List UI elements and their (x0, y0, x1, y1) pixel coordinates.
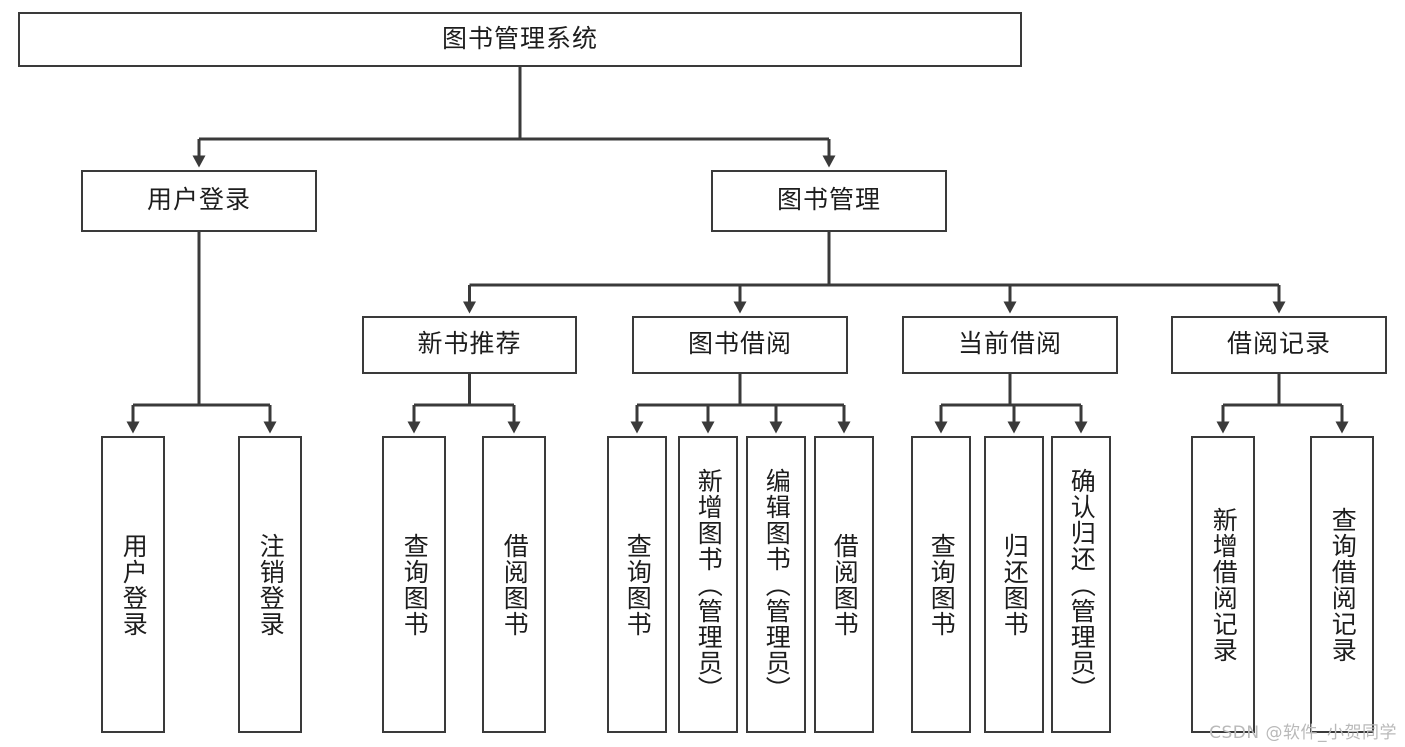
node-leaf-cur-return[interactable]: 归还图书 (984, 436, 1044, 733)
node-label: 用户登录 (146, 186, 251, 215)
node-leaf-bor-query[interactable]: 查询图书 (607, 436, 667, 733)
node-label: 编辑图书（管理员） (762, 467, 791, 702)
node-l2-login[interactable]: 用户登录 (81, 170, 317, 232)
node-leaf-user-logout[interactable]: 注销登录 (238, 436, 302, 733)
watermark: CSDN @软件_小贺同学 (1209, 723, 1397, 743)
node-label: 用户登录 (119, 532, 148, 637)
node-label: 确认归还（管理员） (1067, 467, 1096, 702)
node-label: 借阅图书 (830, 532, 859, 637)
node-label: 图书管理 (776, 186, 881, 215)
node-label: 新增借阅记录 (1209, 506, 1238, 663)
node-label: 当前借阅 (957, 330, 1062, 359)
node-label: 查询图书 (927, 532, 956, 637)
node-label: 图书管理系统 (441, 24, 598, 53)
node-l3-record[interactable]: 借阅记录 (1171, 316, 1387, 374)
node-l3-new[interactable]: 新书推荐 (362, 316, 577, 374)
node-label: 注销登录 (256, 532, 285, 637)
node-leaf-cur-query[interactable]: 查询图书 (911, 436, 971, 733)
node-leaf-new-query[interactable]: 查询图书 (382, 436, 446, 733)
node-leaf-rec-query[interactable]: 查询借阅记录 (1310, 436, 1374, 733)
node-label: 图书借阅 (687, 330, 792, 359)
node-leaf-bor-edit[interactable]: 编辑图书（管理员） (746, 436, 806, 733)
node-root[interactable]: 图书管理系统 (18, 12, 1022, 67)
node-leaf-user-login[interactable]: 用户登录 (101, 436, 165, 733)
node-l3-current[interactable]: 当前借阅 (902, 316, 1118, 374)
node-label: 归还图书 (1000, 532, 1029, 637)
node-label: 借阅记录 (1226, 330, 1331, 359)
node-label: 查询借阅记录 (1328, 506, 1357, 663)
node-label: 新书推荐 (417, 330, 522, 359)
node-label: 借阅图书 (500, 532, 529, 637)
node-label: 查询图书 (400, 532, 429, 637)
node-leaf-bor-lend[interactable]: 借阅图书 (814, 436, 874, 733)
node-label: 新增图书（管理员） (694, 467, 723, 702)
node-leaf-new-borrow[interactable]: 借阅图书 (482, 436, 546, 733)
node-leaf-rec-add[interactable]: 新增借阅记录 (1191, 436, 1255, 733)
node-label: 查询图书 (623, 532, 652, 637)
node-leaf-cur-confirm[interactable]: 确认归还（管理员） (1051, 436, 1111, 733)
node-l2-books[interactable]: 图书管理 (711, 170, 947, 232)
node-leaf-bor-add[interactable]: 新增图书（管理员） (678, 436, 738, 733)
node-l3-borrow[interactable]: 图书借阅 (632, 316, 848, 374)
